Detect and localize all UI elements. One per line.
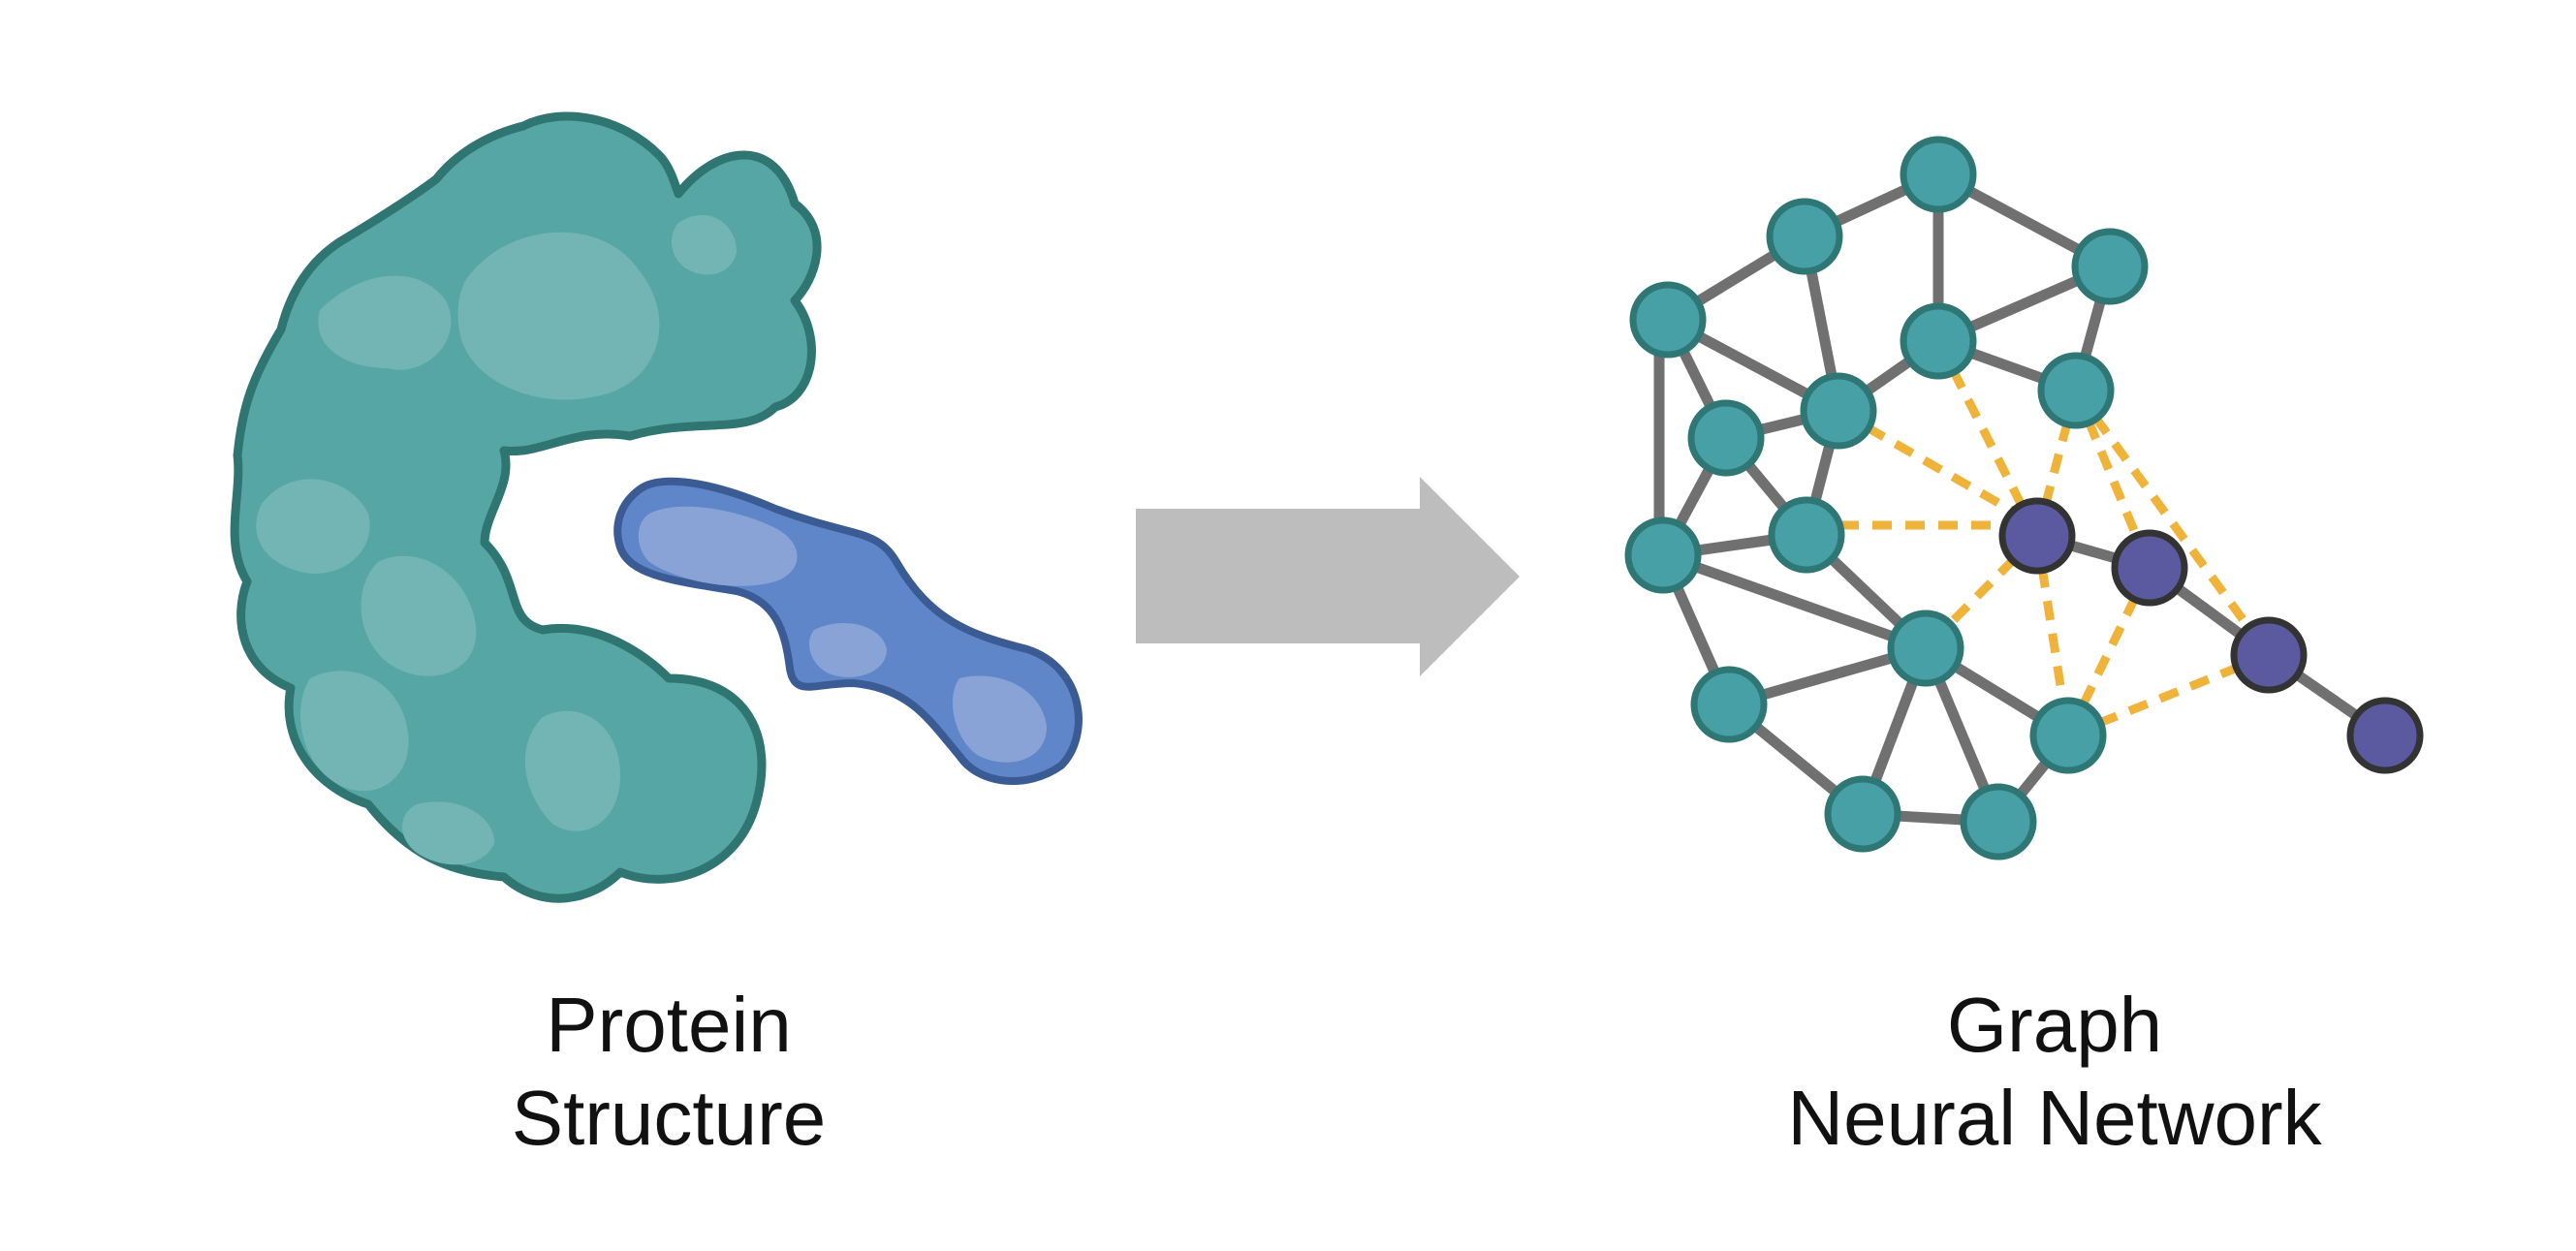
graph-nodes-purple: [1998, 497, 2424, 774]
node: [1887, 610, 1964, 687]
node: [1690, 666, 1768, 743]
node: [2230, 616, 2308, 694]
node: [2029, 697, 2107, 774]
right-arrow-icon: [1136, 477, 1520, 676]
node: [2346, 697, 2424, 774]
node: [1629, 281, 1707, 359]
ligand-blob-icon: [613, 477, 1083, 785]
caption-line: Graph: [1946, 982, 2163, 1068]
node: [1766, 198, 1843, 275]
node: [1624, 516, 1702, 594]
graph-nodes-teal: [1624, 136, 2149, 860]
node: [2037, 352, 2115, 429]
node: [1900, 302, 1977, 380]
graph-neural-network-caption: Graph Neural Network: [1686, 979, 2423, 1165]
node: [1687, 399, 1765, 477]
protein-structure-caption: Protein Structure: [378, 979, 959, 1165]
node: [2071, 228, 2149, 305]
protein-blob-icon: [230, 111, 822, 903]
node: [1768, 496, 1845, 574]
caption-line: Structure: [511, 1075, 827, 1161]
protein-highlight: [402, 801, 494, 865]
dashed-edge: [2072, 388, 2273, 658]
node: [1960, 783, 2037, 860]
protein-highlight: [256, 479, 370, 574]
protein-highlight: [361, 555, 477, 676]
protein-highlight: [457, 232, 660, 400]
graph-network-icon: [1624, 136, 2424, 860]
protein-highlight: [672, 214, 737, 275]
node: [2111, 529, 2188, 607]
protein-highlight: [524, 710, 620, 831]
node: [1900, 136, 1977, 213]
ligand-highlight: [809, 622, 887, 677]
node: [1824, 775, 1901, 853]
node: [1800, 372, 1877, 450]
ligand-highlight: [638, 506, 798, 586]
node: [1998, 497, 2076, 575]
protein-highlight: [318, 275, 452, 370]
ligand-highlight: [952, 675, 1047, 763]
dashed-edge: [2032, 389, 2081, 538]
caption-line: Protein: [546, 982, 792, 1068]
protein-highlight: [300, 671, 409, 792]
caption-line: Neural Network: [1787, 1075, 2322, 1161]
edge: [1657, 549, 1932, 654]
